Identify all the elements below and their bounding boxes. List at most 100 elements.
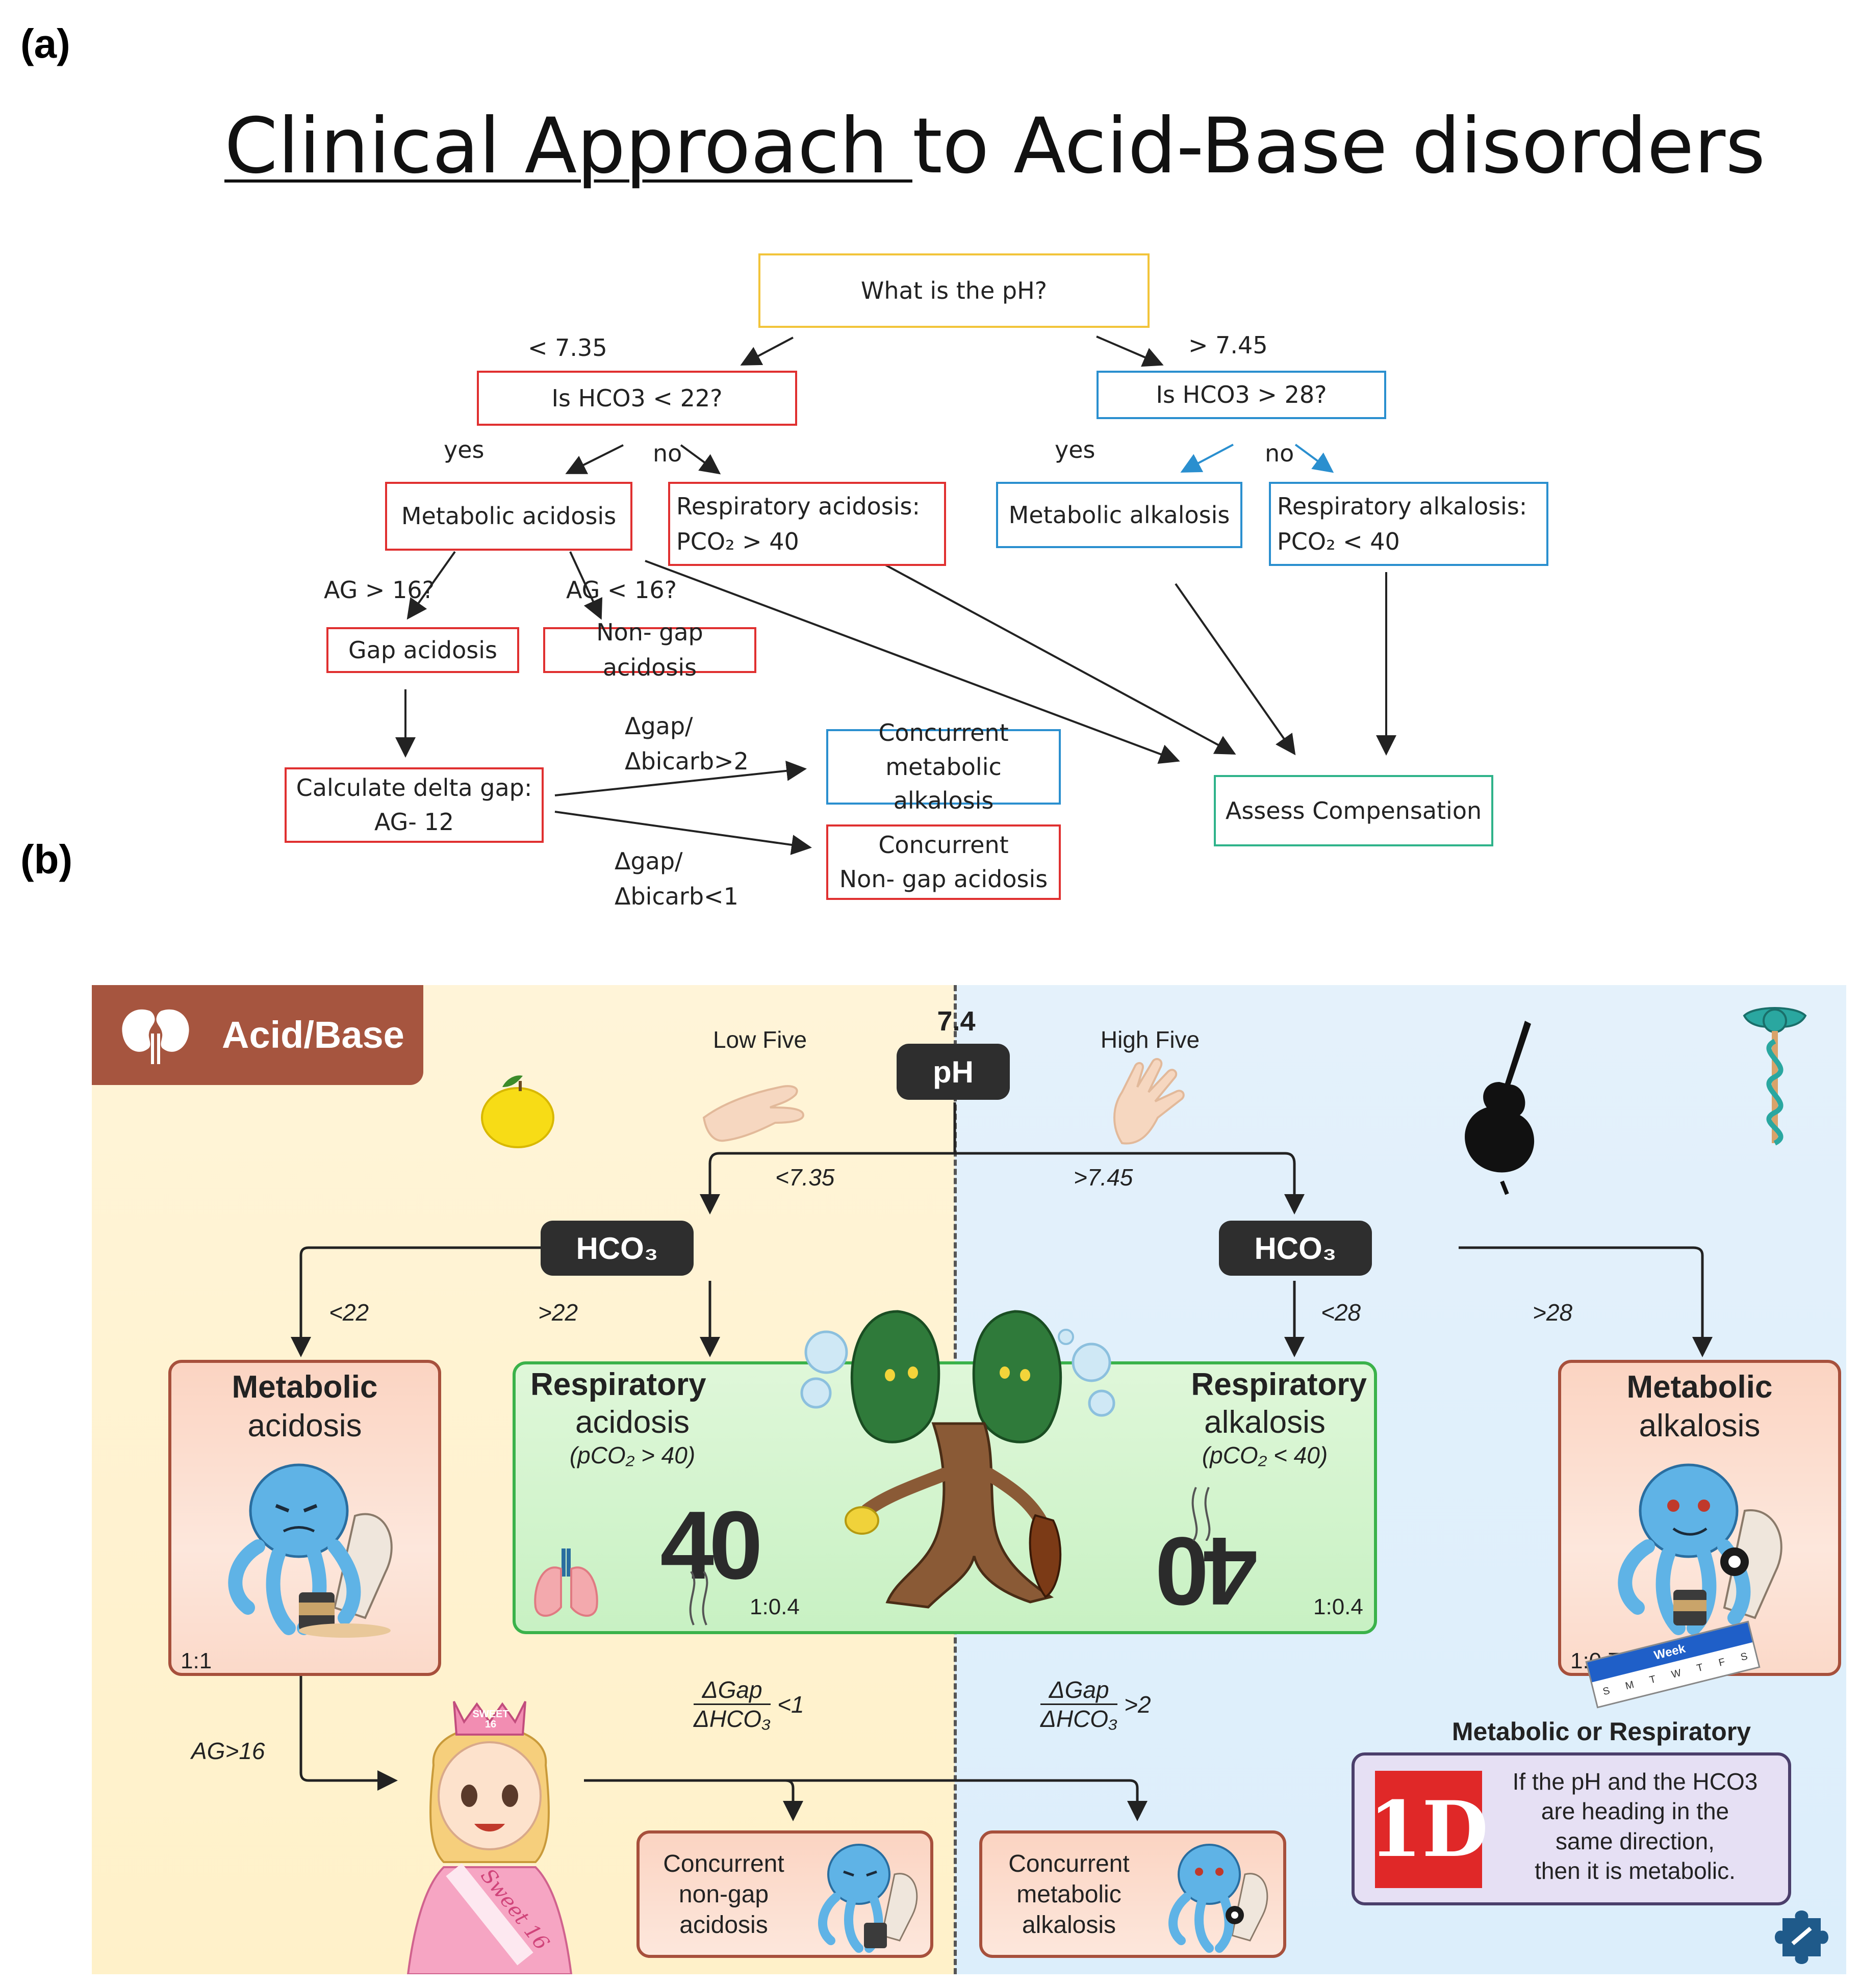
frac-delta-gt-2: ΔGap ΔHCO₃ >2 xyxy=(1040,1676,1151,1733)
hco3-pill-left: HCO₃ xyxy=(541,1221,694,1276)
arrow-hco3high-no xyxy=(1294,444,1334,473)
node-metabolic-alkalosis: Metabolic alkalosis xyxy=(996,482,1242,548)
card-metabolic-acidosis: Metabolic acidosis 1:1 xyxy=(168,1360,441,1676)
node-resp-acid-line1: Respiratory acidosis: xyxy=(676,492,920,520)
label-gt-28: >28 xyxy=(1533,1299,1573,1326)
node-conc-alk-line1: Concurrent xyxy=(878,718,1009,746)
low-hand-icon xyxy=(702,1085,805,1142)
week-day: W xyxy=(1670,1667,1683,1681)
node-delta-gap-line1: Calculate delta gap: xyxy=(296,774,532,802)
conc-ma-line: Concurrent xyxy=(1008,1850,1130,1877)
octopus-happy-small-icon xyxy=(1168,1844,1268,1953)
metacid-ratio: 1:1 xyxy=(181,1648,212,1673)
ph-value: 7.4 xyxy=(937,1006,976,1037)
high-five-label: High Five xyxy=(1100,1026,1200,1053)
title-rest: to Acid-Base disorders xyxy=(912,102,1766,191)
week-day: T xyxy=(1648,1673,1658,1686)
node-concurrent-metabolic-alkalosis: Concurrent metabolic alkalosis xyxy=(826,719,1061,814)
label-lt-735: < 7.35 xyxy=(528,334,607,362)
kidney-icon xyxy=(122,1009,189,1064)
node-hco3-low: Is HCO3 < 22? xyxy=(477,371,797,426)
conc-ng-line: Concurrent xyxy=(663,1850,784,1877)
arrow-metacid-assess xyxy=(645,560,1180,764)
info-text: If the pH and the HCO3 are heading in th… xyxy=(1492,1767,1778,1886)
node-ph-question: What is the pH? xyxy=(758,253,1150,328)
label-lt-22: <22 xyxy=(329,1299,369,1326)
label-no-left: no xyxy=(653,440,682,467)
arrow-metalk-assess xyxy=(1175,583,1296,756)
arrow-ph-low xyxy=(740,337,794,366)
hco3-pill-left-text: HCO₃ xyxy=(576,1231,658,1266)
panel-b-lines xyxy=(291,1102,1713,1821)
node-respiratory-alkalosis: Respiratory alkalosis: PCO₂ < 40 xyxy=(1269,482,1548,566)
node-gap-acidosis: Gap acidosis xyxy=(326,627,519,673)
label-gt-745-b: >7.45 xyxy=(1074,1164,1133,1191)
caduceus-icon xyxy=(1743,1007,1807,1146)
info-text-line: If the pH and the HCO3 xyxy=(1512,1768,1758,1795)
puzzle-icon xyxy=(1775,1910,1828,1964)
frac-delta-lt-1: ΔGap ΔHCO₃ <1 xyxy=(694,1676,804,1733)
panel-b-infographic: Acid/Base 7.4 pH Low Five High Five xyxy=(92,985,1846,1974)
label-no-right: no xyxy=(1265,440,1294,467)
acid-base-banner: Acid/Base xyxy=(92,985,423,1085)
arrow-ag-high xyxy=(406,551,456,620)
octopus-sad-icon xyxy=(228,1463,393,1638)
node-respiratory-acidosis: Respiratory acidosis: PCO₂ > 40 xyxy=(668,482,946,566)
node-nongap-acidosis-text: Non- gap acidosis xyxy=(596,618,703,681)
info-text-line: are heading in the xyxy=(1541,1798,1729,1825)
arrow-ag-low xyxy=(569,551,603,620)
panel-b-label: (b) xyxy=(20,837,73,882)
node-metabolic-acidosis: Metabolic acidosis xyxy=(385,482,632,551)
frac-lt-cmp: <1 xyxy=(777,1691,804,1718)
panel-a-arrows xyxy=(395,335,1396,855)
frac-gt-den: ΔHCO₃ xyxy=(1040,1706,1118,1732)
node-concurrent-nongap-acidosis: Concurrent Non- gap acidosis xyxy=(826,824,1061,900)
card-concurrent-metabolic-alkalosis: Concurrent metabolic alkalosis xyxy=(979,1830,1286,1958)
hco3-pill-right-text: HCO₃ xyxy=(1254,1231,1337,1266)
respacid-bold: Respiratory xyxy=(530,1367,706,1402)
card-concurrent-nongap-acidosis: Concurrent non-gap acidosis xyxy=(636,1830,933,1958)
node-nongap-acidosis: Non- gap acidosis xyxy=(543,618,756,681)
info-text-line: then it is metabolic. xyxy=(1535,1857,1736,1884)
high-hand-icon xyxy=(1113,1058,1185,1145)
balloon-strings-left-icon xyxy=(689,1571,708,1625)
card-metabolic-alkalosis: Metabolic alkalosis 1:0.7 xyxy=(1558,1360,1841,1676)
ph-pill-text: pH xyxy=(933,1054,974,1089)
arrow-hco3-no xyxy=(680,444,721,475)
line-hco3-to-metalk xyxy=(1459,1246,1713,1357)
octopus-sad-small-icon xyxy=(818,1844,918,1953)
frac-lt-den: ΔHCO₃ xyxy=(694,1706,771,1732)
arrow-hco3-yes xyxy=(565,444,624,474)
respalk-sub: (pCO₂ < 40) xyxy=(1202,1442,1328,1468)
low-five-label: Low Five xyxy=(712,1026,807,1053)
respalk-bold: Respiratory xyxy=(1191,1367,1367,1402)
sweet-16-girl-icon xyxy=(406,1701,573,1974)
hco3-pill-right: HCO₃ xyxy=(1219,1221,1372,1276)
node-resp-alk-line1: Respiratory alkalosis: xyxy=(1277,492,1527,520)
frac-gt-num: ΔGap xyxy=(1040,1676,1118,1705)
line-hco3-to-metacid xyxy=(291,1246,622,1357)
node-delta-gap: Calculate delta gap: AG- 12 xyxy=(285,767,544,843)
conc-ng-line: acidosis xyxy=(679,1912,768,1939)
week-day: M xyxy=(1624,1679,1636,1692)
title-underlined: Clinical Approach xyxy=(224,102,912,191)
big-40: 40 xyxy=(660,1491,762,1599)
node-conc-ng-line2: Non- gap acidosis xyxy=(839,865,1048,893)
line-sweet16-to-conc-ng xyxy=(783,1779,803,1821)
label-ag-gt-16-b: AG>16 xyxy=(191,1738,265,1764)
arrow-delta-ng xyxy=(554,811,812,855)
one-direction-logo-icon: 1D xyxy=(1369,1771,1488,1888)
metacid-rest: acidosis xyxy=(247,1408,362,1443)
conc-ng-text: Concurrent non-gap acidosis xyxy=(647,1849,800,1941)
arrow-ph-high xyxy=(1096,335,1164,367)
arrow-hco3high-yes xyxy=(1180,444,1234,473)
label-lt-735-b: <7.35 xyxy=(775,1164,835,1191)
node-hco3-high: Is HCO3 > 28? xyxy=(1097,371,1386,419)
node-delta-gap-line2: AG- 12 xyxy=(374,808,454,836)
logo-text: 1D xyxy=(1368,1785,1489,1874)
balloon-strings-right-icon xyxy=(1191,1487,1211,1541)
line-ph-to-hco3-right xyxy=(955,1152,1305,1215)
respalk-ratio: 1:0.4 xyxy=(1313,1594,1363,1619)
info-text-line: same direction, xyxy=(1556,1827,1715,1854)
conc-ma-text: Concurrent metabolic alkalosis xyxy=(990,1849,1148,1941)
